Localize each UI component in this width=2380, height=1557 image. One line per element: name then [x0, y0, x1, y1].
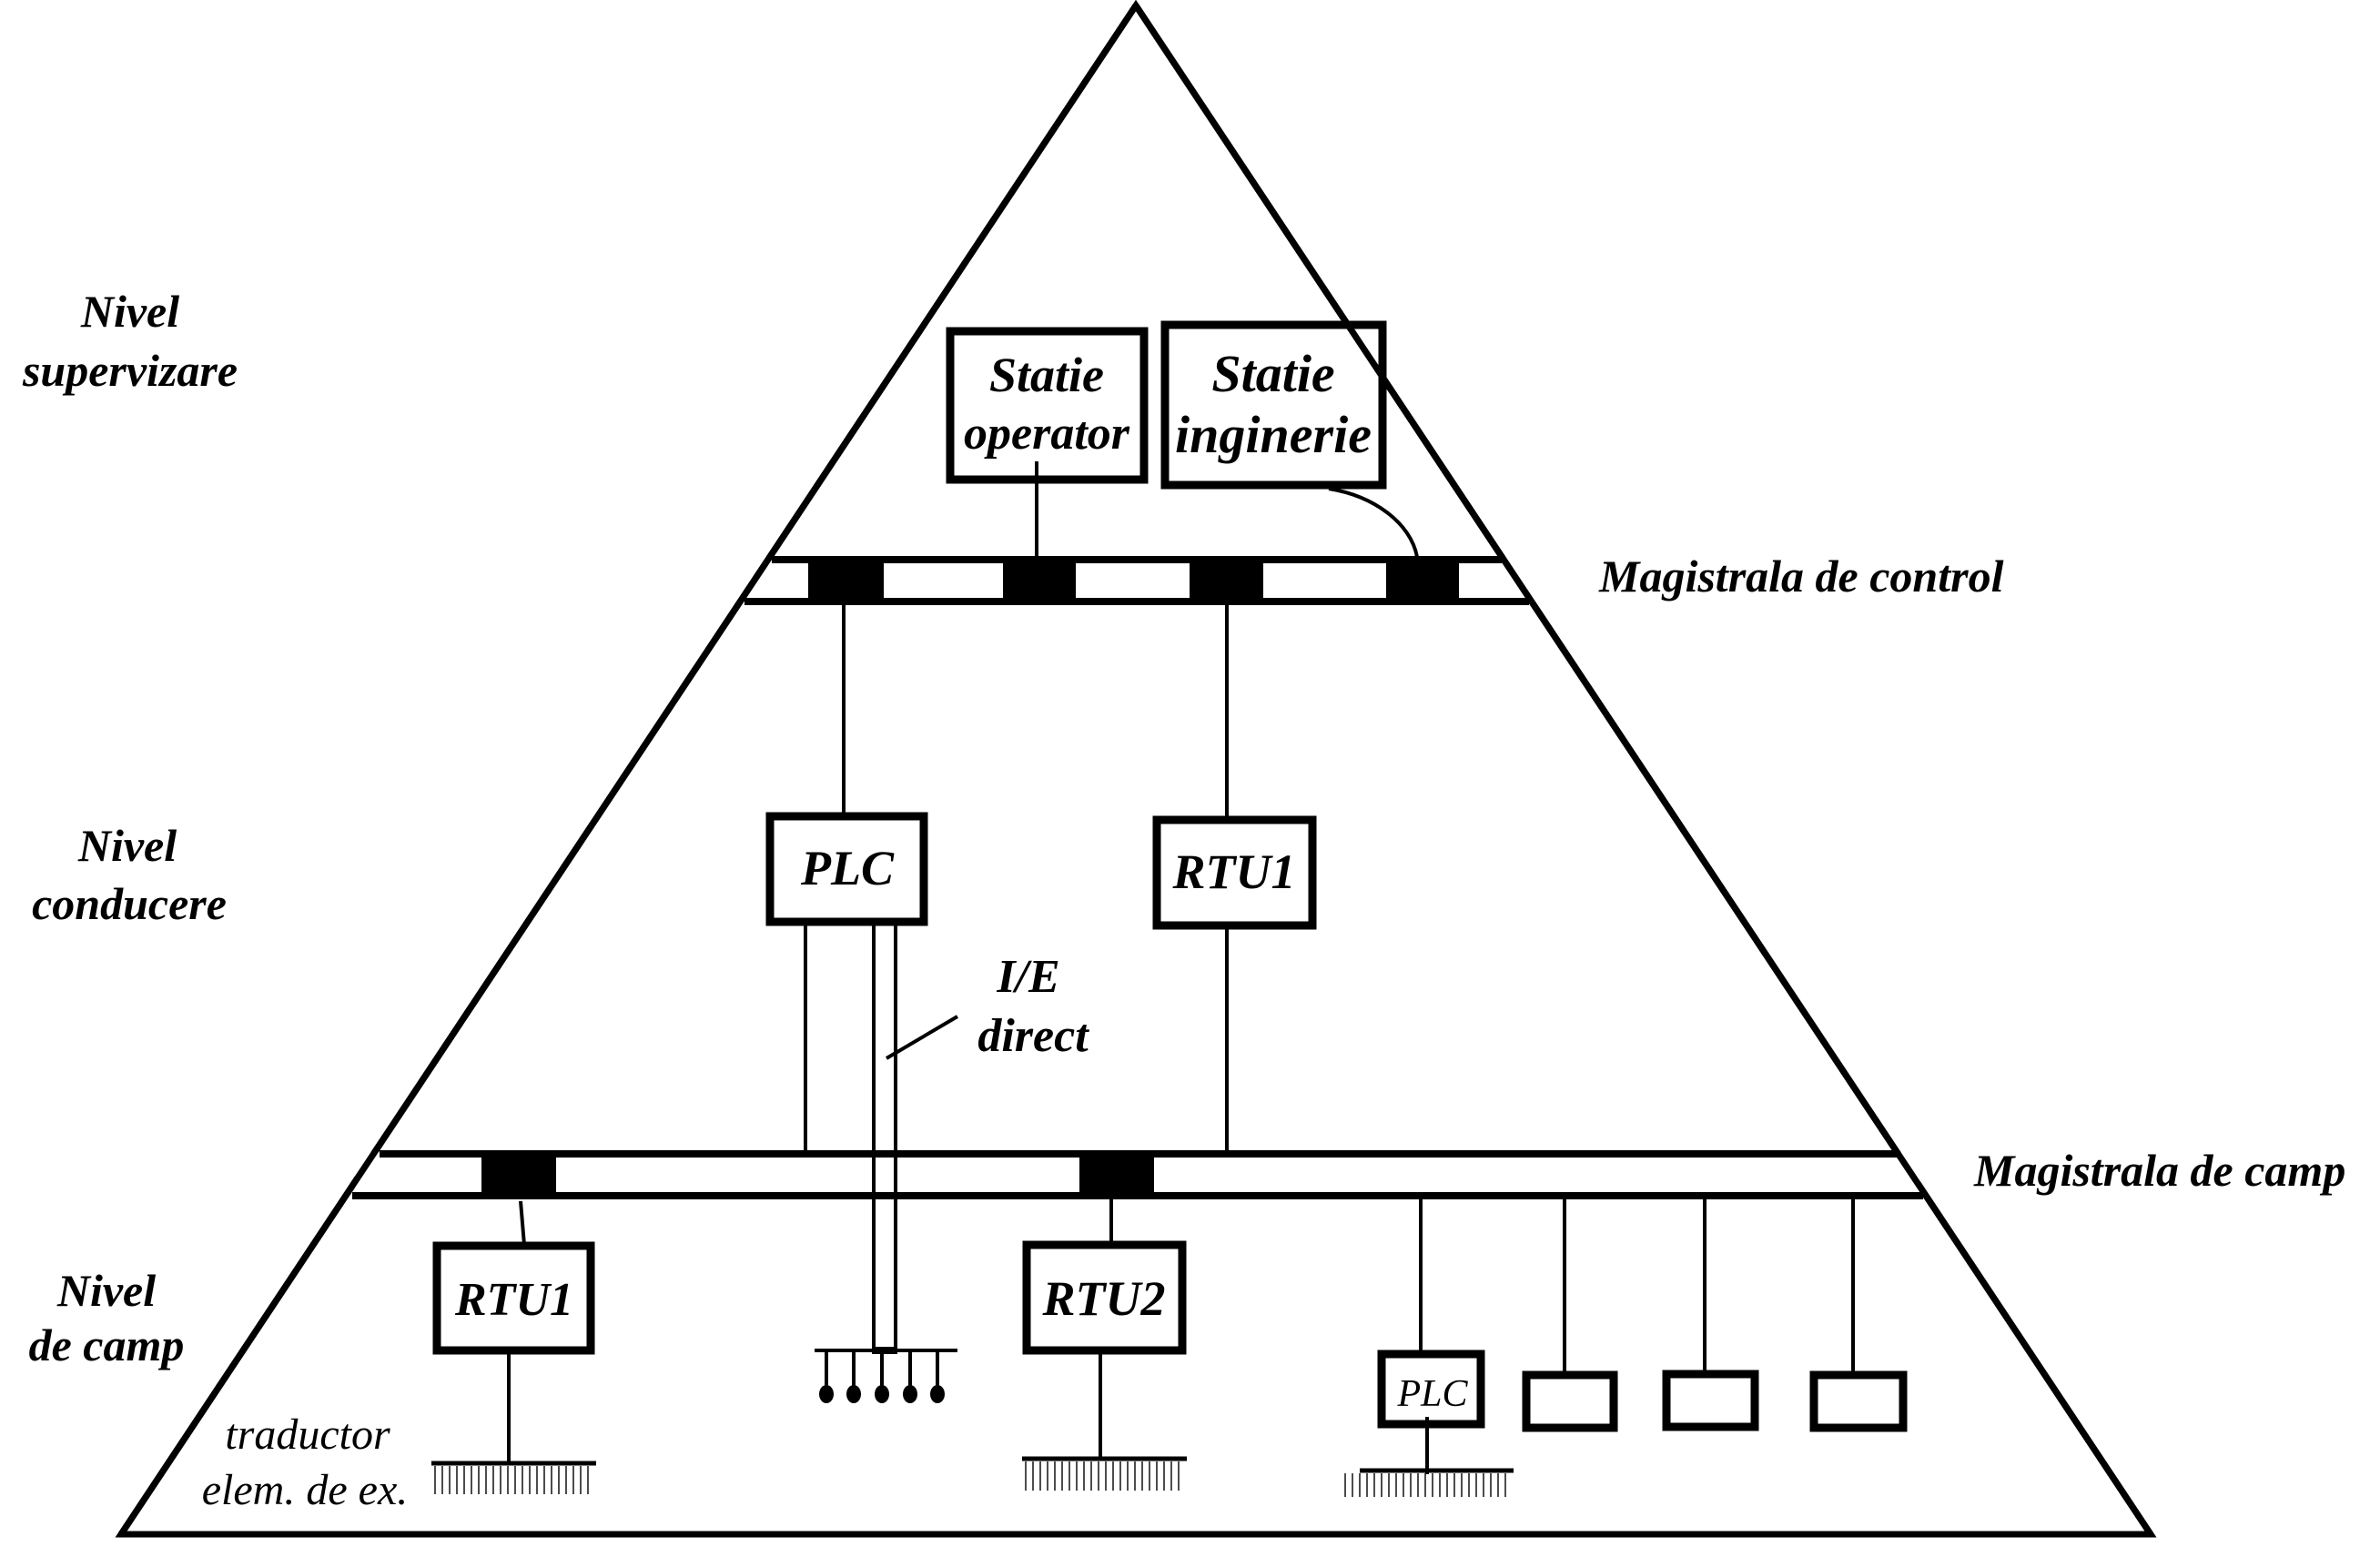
field-device-2[interactable]: [1662, 1370, 1759, 1431]
sensor-actuator-symbol-rtu2: [1022, 1456, 1187, 1491]
control-bus-label: Magistrala de control: [1598, 551, 2004, 602]
level-supervision-line1: Nivel: [80, 286, 179, 337]
direct-io-junction: [872, 1347, 897, 1354]
pyramid-left-edge-overlay: [118, 4, 1139, 1536]
io-pin-dot: [875, 1385, 889, 1403]
engineering-station-link: [1328, 487, 1419, 558]
io-pin-dot: [903, 1385, 917, 1403]
operator-station-label-line1: Statie: [989, 348, 1104, 402]
field-rtu1[interactable]: RTU1: [432, 1241, 595, 1355]
operator-station-label-line2: operator: [964, 408, 1130, 460]
field-bus: [352, 1150, 1923, 1199]
level-supervision-line2: supervizare: [22, 345, 238, 396]
control-plc-label: PLC: [800, 841, 895, 895]
pyramid-right-edge-overlay: [1133, 4, 2153, 1536]
field-device-1[interactable]: [1522, 1370, 1618, 1432]
io-pin-dot: [930, 1385, 945, 1403]
field-rtu1-box[interactable]: [432, 1241, 595, 1355]
operator-station[interactable]: Statie operator: [946, 327, 1149, 484]
control-bus-node-engineering: [1386, 556, 1459, 605]
field-rtu2-box[interactable]: [1022, 1240, 1187, 1355]
legend-actuator: elem. de ex.: [202, 1466, 409, 1514]
engineering-station-label-line2: inginerie: [1175, 405, 1372, 464]
direct-io-pins: [819, 1350, 945, 1403]
field-rtu2-label: RTU2: [1042, 1271, 1166, 1326]
control-bus-node-operator: [1003, 556, 1076, 605]
engineering-station[interactable]: Statie inginerie: [1160, 320, 1387, 490]
control-plc[interactable]: PLC: [765, 812, 928, 926]
legend-sensor: traductor: [225, 1410, 390, 1459]
sensor-actuator-symbol-rtu1: [431, 1461, 596, 1494]
direct-io-label-line2: direct: [977, 1010, 1089, 1062]
level-control-line1: Nivel: [77, 820, 177, 871]
level-field-line2: de camp: [29, 1319, 185, 1370]
field-bus-node-rtu1: [481, 1150, 556, 1199]
control-bus: [744, 556, 1538, 605]
control-rtu1-box[interactable]: [1152, 815, 1317, 930]
io-pin-dot: [819, 1385, 834, 1403]
io-pin-dot: [846, 1385, 861, 1403]
field-plc-box[interactable]: [1377, 1350, 1485, 1429]
field-rtu2[interactable]: RTU2: [1022, 1240, 1187, 1355]
engineering-station-box[interactable]: [1160, 320, 1387, 490]
direct-io-pointer: [885, 1015, 959, 1060]
field-rtu1-label: RTU1: [454, 1274, 573, 1326]
direct-io-label-line1: I/E: [996, 951, 1059, 1003]
control-rtu1-label: RTU1: [1172, 844, 1296, 899]
control-bus-node-rtu1: [1190, 556, 1263, 605]
control-bus-node-plc: [808, 556, 884, 605]
operator-station-box[interactable]: [946, 327, 1149, 484]
level-field-line1: Nivel: [56, 1265, 156, 1316]
control-plc-box[interactable]: [765, 812, 928, 926]
sensor-actuator-symbol-plc: [1344, 1468, 1514, 1497]
field-plc-label: PLC: [1396, 1373, 1468, 1415]
level-control-line2: conducere: [32, 878, 227, 929]
field-bus-node-rtu2: [1079, 1150, 1154, 1199]
field-bus-label: Magistrala de camp: [1973, 1145, 2345, 1196]
engineering-station-label-line1: Statie: [1211, 344, 1334, 403]
control-rtu1[interactable]: RTU1: [1152, 815, 1317, 930]
field-device-3[interactable]: [1809, 1370, 1908, 1432]
field-plc[interactable]: PLC: [1377, 1350, 1485, 1429]
